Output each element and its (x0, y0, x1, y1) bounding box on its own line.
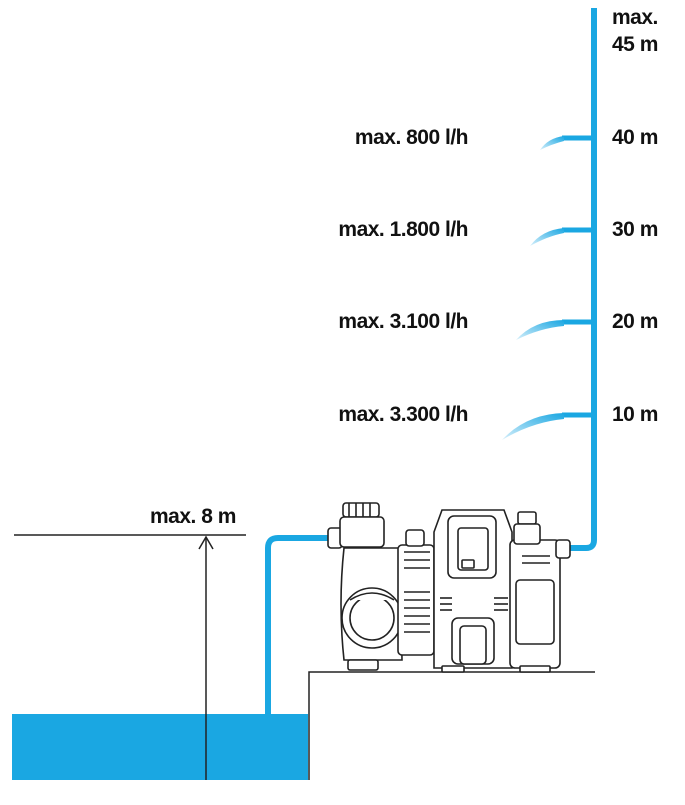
spray-30m (530, 228, 564, 246)
flow-label-30m: max. 1.800 l/h (338, 218, 468, 241)
height-label-30m: 30 m (612, 218, 658, 241)
suction-height-arrow (198, 535, 214, 780)
water-reservoir (12, 714, 308, 780)
height-label-40m: 40 m (612, 126, 658, 149)
ledge-outline (308, 671, 595, 780)
max-height-label-line2: 45 m (612, 33, 658, 56)
flow-label-40m: max. 800 l/h (354, 126, 469, 149)
pump-illustration (327, 502, 571, 673)
height-label-10m: 10 m (612, 403, 658, 426)
discharge-pipe (568, 8, 597, 551)
spray-40m (540, 136, 564, 150)
flow-label-10m: max. 3.300 l/h (338, 403, 468, 426)
outlet-stubs (562, 135, 594, 418)
suction-pipe (265, 535, 332, 716)
flow-label-20m: max. 3.100 l/h (338, 310, 468, 333)
spray-10m (502, 413, 564, 440)
spray-20m (516, 320, 564, 340)
max-height-label-line1: max. (612, 6, 658, 29)
suction-height-label: max. 8 m (150, 505, 236, 528)
height-label-20m: 20 m (612, 310, 658, 333)
